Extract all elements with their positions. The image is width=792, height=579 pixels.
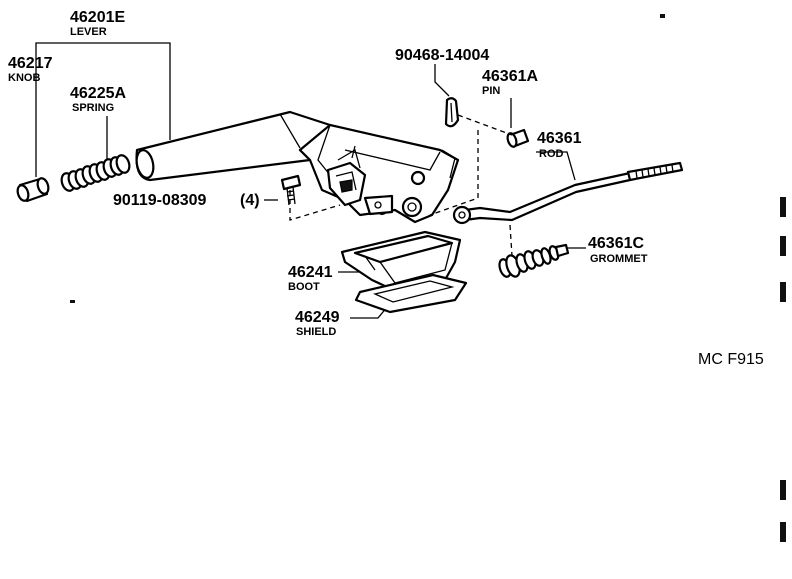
rod-part-name: ROD: [539, 148, 564, 160]
knob-part-number: 46217: [8, 55, 53, 72]
assembly-dashed-lines: [289, 114, 513, 257]
clip-part: [444, 97, 460, 128]
pin-part: [506, 128, 530, 148]
lever-part-number: 46201E: [70, 9, 125, 26]
grommet-part-number: 46361C: [588, 235, 644, 252]
pin-part-name: PIN: [482, 85, 500, 97]
shield-part-name: SHIELD: [296, 326, 336, 338]
lever-part-name: LEVER: [70, 26, 107, 38]
knob-part-name: KNOB: [8, 72, 40, 84]
grommet-part: [498, 243, 570, 278]
spring-part-number: 46225A: [70, 85, 126, 102]
rod-part-number: 46361: [537, 130, 582, 147]
lever-part: [135, 110, 460, 224]
bolt-part-number: 90119-08309: [113, 192, 207, 209]
edge-mark: [780, 236, 786, 256]
boot-part-name: BOOT: [288, 281, 320, 293]
grommet-part-name: GROMMET: [590, 253, 648, 265]
bolt-quantity: (4): [240, 192, 260, 209]
shield-part: [354, 273, 468, 314]
edge-mark: [780, 197, 786, 217]
scan-speck: [660, 14, 665, 18]
clip-part-number: 90468-14004: [395, 47, 489, 64]
bolt-part: [280, 174, 302, 206]
knob-part: [16, 177, 50, 203]
spring-part: [60, 154, 131, 192]
rod-part: [452, 161, 684, 225]
pin-part-number: 46361A: [482, 68, 538, 85]
edge-mark: [780, 480, 786, 500]
spring-part-name: SPRING: [72, 102, 114, 114]
diagram-code: MC F915: [698, 351, 764, 368]
shield-part-number: 46249: [295, 309, 340, 326]
edge-mark: [780, 282, 786, 302]
leader-lines: [35, 42, 586, 319]
boot-part-number: 46241: [288, 264, 333, 281]
edge-mark: [780, 522, 786, 542]
scan-speck: [70, 300, 75, 303]
